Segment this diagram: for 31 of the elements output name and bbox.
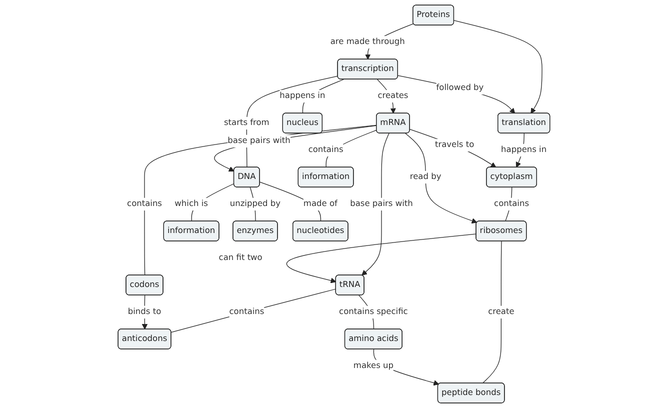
arrow — [397, 75, 515, 114]
arrow — [453, 20, 542, 114]
edge-label: are made through — [330, 37, 404, 47]
edge-label: happens in — [500, 145, 546, 155]
edge-label: makes up — [352, 361, 394, 371]
edge-label: made of — [302, 199, 337, 209]
edge-label: starts from — [224, 118, 269, 128]
edge-label: contains — [126, 199, 162, 209]
arrow — [404, 133, 477, 224]
arrow — [409, 128, 496, 168]
edge-label: followed by — [436, 83, 484, 93]
edge-label: which is — [174, 199, 208, 209]
edge-label: base pairs with — [227, 136, 290, 146]
edge-label: base pairs with — [350, 199, 412, 209]
edge-label: create — [488, 307, 514, 317]
edge-label: unzipped by — [229, 199, 280, 209]
connector — [482, 240, 502, 384]
edge-label: contains — [494, 199, 529, 209]
edge-label: binds to — [127, 307, 161, 317]
edge-label: can fit two — [218, 253, 262, 263]
edge-label: contains — [228, 307, 264, 317]
edge-label: contains specific — [338, 307, 408, 317]
edge-label: read by — [409, 172, 441, 182]
connector — [246, 76, 338, 168]
edge-label: contains — [308, 145, 343, 155]
edge-label: happens in — [279, 91, 325, 101]
arrow — [286, 234, 476, 284]
connector — [170, 288, 336, 333]
edge-label: creates — [377, 91, 408, 101]
arrow — [361, 133, 389, 276]
edge-label: travels to — [434, 140, 474, 150]
